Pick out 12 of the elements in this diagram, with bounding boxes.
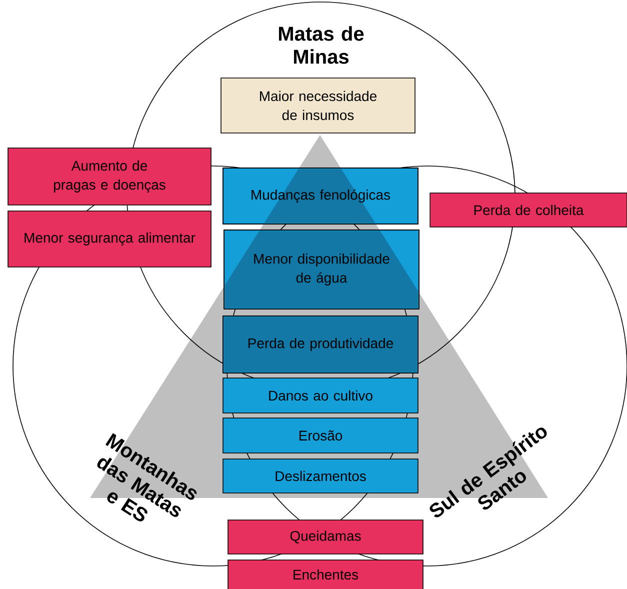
text-box: Erosão (222, 418, 418, 454)
text-box: Perda de produtividade (222, 316, 418, 374)
text-box: Queidamas (228, 520, 424, 554)
text-box: Maior necessidade de insumos (220, 78, 416, 134)
text-box: Deslizamentos (222, 458, 418, 494)
text-box: Enchentes (228, 560, 424, 589)
text-box: Mudanças fenológicas (222, 168, 418, 224)
text-box: Danos ao cultivo (222, 378, 418, 414)
text-box: Perda de colheita (430, 192, 627, 228)
text-box: Menor segurança alimentar (8, 210, 212, 268)
text-box: Menor disponibilidade de água (224, 230, 420, 310)
text-box: Aumento de pragas e doenças (8, 148, 212, 206)
